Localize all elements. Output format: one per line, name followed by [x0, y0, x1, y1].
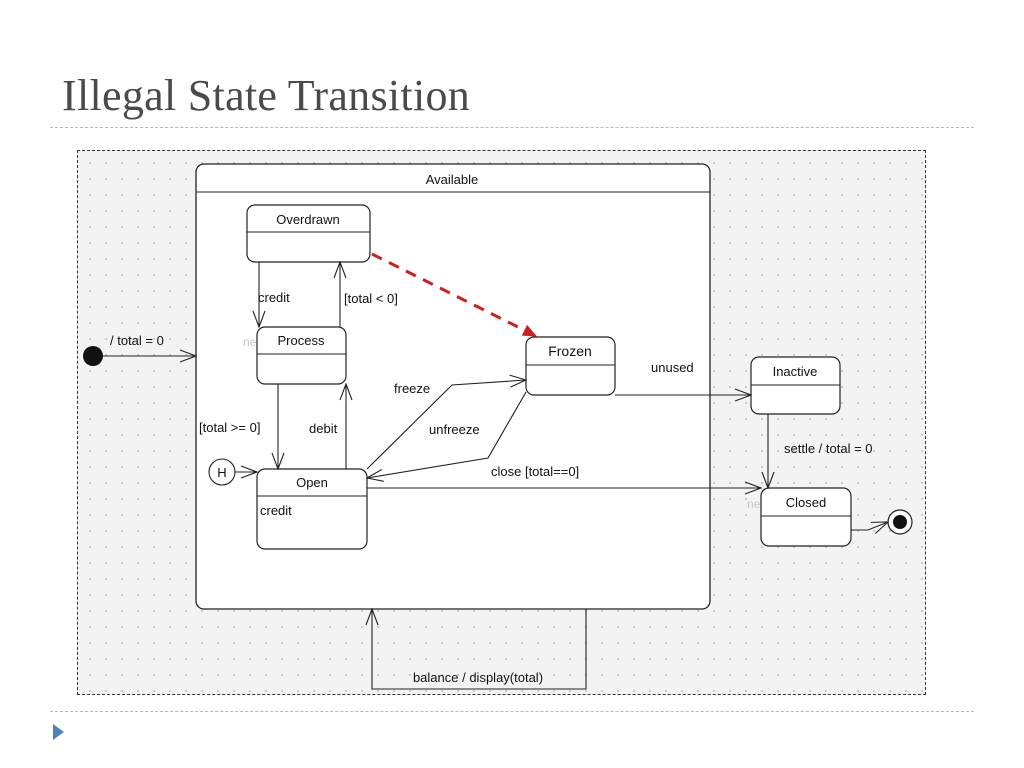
closed-state: ne te Closed	[747, 487, 852, 547]
open-activity-label: credit	[260, 503, 292, 518]
process-state: ne te Process	[243, 326, 347, 385]
available-label: Available	[426, 172, 479, 187]
unfreeze-transition-label: unfreeze	[429, 422, 480, 437]
initial-pseudostate	[83, 346, 103, 366]
frozen-state: Frozen	[525, 336, 616, 396]
open-label: Open	[296, 475, 328, 490]
inactive-label: Inactive	[773, 364, 818, 379]
frozen-label: Frozen	[548, 343, 592, 359]
unfreeze-transition	[367, 391, 527, 478]
slide-title: Illegal State Transition	[62, 71, 471, 120]
closed-label: Closed	[786, 495, 826, 510]
close-transition-label: close [total==0]	[491, 464, 579, 479]
balance-self-transition	[372, 609, 587, 690]
balance-transition-label: balance / display(total)	[413, 670, 543, 685]
title-divider	[50, 127, 974, 128]
freeze-transition-label: freeze	[394, 381, 430, 396]
overdrawn-state: Overdrawn	[246, 204, 371, 263]
process-label: Process	[278, 333, 325, 348]
initial-transition-label: / total = 0	[110, 333, 164, 348]
illegal-transition-arrow	[371, 252, 537, 338]
unused-transition-label: unused	[651, 360, 694, 375]
history-label: H	[217, 465, 226, 480]
total-lt-0-label: [total < 0]	[344, 291, 398, 306]
debit-transition-label: debit	[309, 421, 338, 436]
settle-transition-label: settle / total = 0	[784, 441, 873, 456]
total-ge-0-label: [total >= 0]	[199, 420, 260, 435]
slide-bullet-arrow-icon	[53, 724, 64, 740]
final-state	[887, 509, 913, 535]
overdrawn-label: Overdrawn	[276, 212, 340, 227]
closed-to-final-transition	[851, 522, 888, 530]
history-pseudostate: H	[208, 458, 236, 486]
inactive-state: Inactive	[750, 356, 841, 415]
credit-transition-label: credit	[258, 290, 290, 305]
footer-divider	[50, 711, 974, 712]
open-state: Open credit	[256, 468, 368, 550]
freeze-transition	[366, 380, 526, 470]
